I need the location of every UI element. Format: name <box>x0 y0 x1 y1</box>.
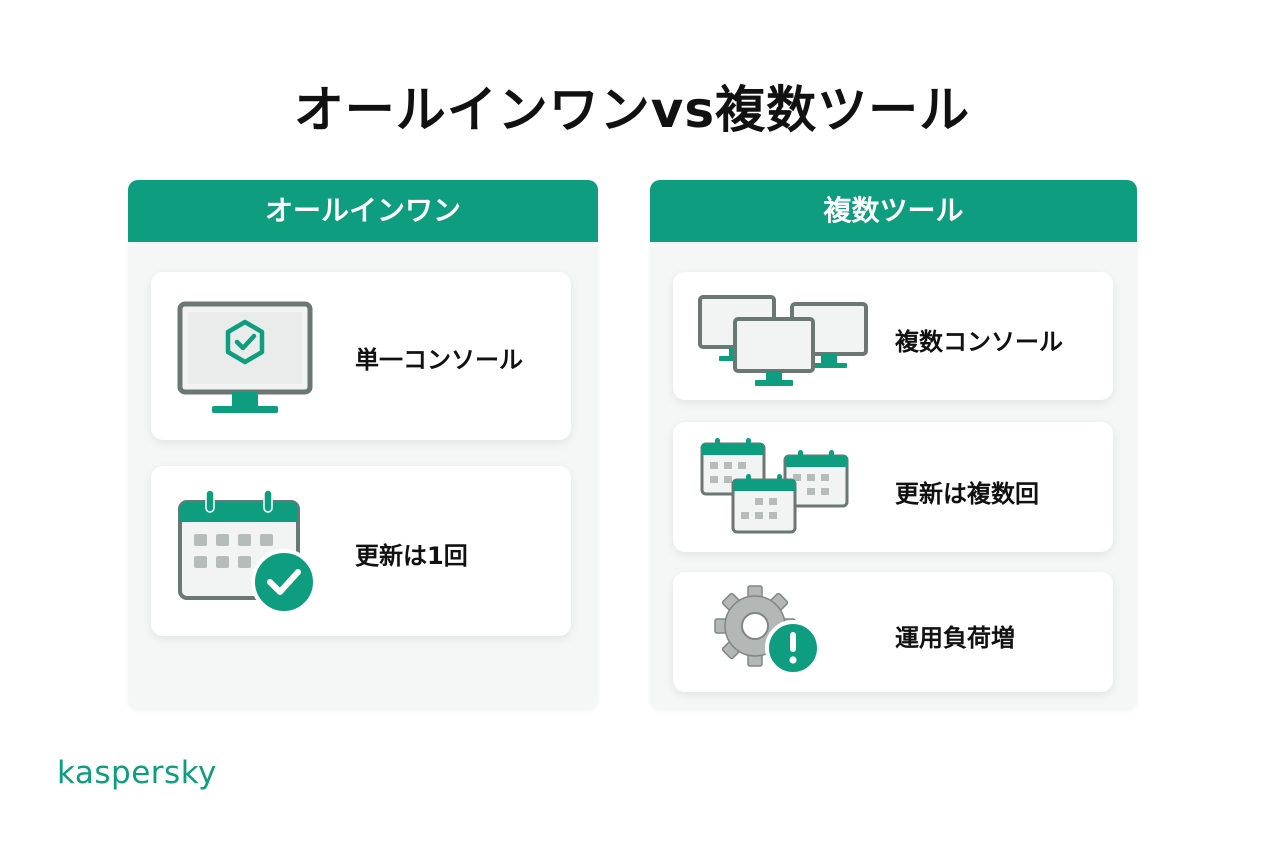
gear-warning-icon <box>714 585 821 676</box>
multiple-calendars-icon <box>700 438 849 534</box>
monitor-shield-check-icon <box>177 301 313 413</box>
all-in-one-panel: オールインワン 単一コンソール 更新は1回 <box>128 180 598 710</box>
multiple-updates-card: 更新は複数回 <box>673 422 1113 552</box>
single-update-card: 更新は1回 <box>151 466 571 636</box>
all-in-one-header: オールインワン <box>128 180 598 242</box>
workload-increase-card: 運用負荷増 <box>673 572 1113 692</box>
calendar-check-icon <box>178 489 317 615</box>
multiple-consoles-card: 複数コンソール <box>673 272 1113 400</box>
multiple-updates-label: 更新は複数回 <box>895 480 1039 508</box>
brand-logo: kaspersky <box>57 755 217 791</box>
single-console-card: 単一コンソール <box>151 272 571 440</box>
multiple-tools-panel: 複数ツール 複数コンソール <box>650 180 1137 710</box>
multiple-consoles-label: 複数コンソール <box>895 328 1063 356</box>
single-console-label: 単一コンソール <box>355 346 523 374</box>
page-title: オールインワンvs複数ツール <box>293 81 971 139</box>
multiple-monitors-icon <box>698 295 868 386</box>
single-update-label: 更新は1回 <box>355 542 468 570</box>
workload-increase-label: 運用負荷増 <box>895 624 1015 652</box>
multiple-tools-header: 複数ツール <box>650 180 1137 242</box>
